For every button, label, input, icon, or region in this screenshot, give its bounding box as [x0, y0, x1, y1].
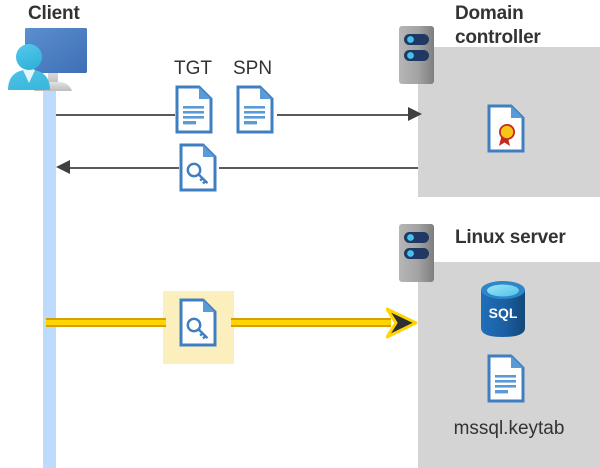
svg-text:SQL: SQL — [489, 305, 518, 321]
domain-controller-title-line1: Domain — [455, 3, 524, 24]
sql-database-icon: SQL — [478, 280, 528, 338]
label-spn: SPN — [233, 58, 273, 79]
client-lifeline — [43, 84, 56, 468]
page-title-linux-server: Linux server — [455, 227, 566, 248]
client-computer-user-icon — [4, 24, 100, 100]
flow-line-client-to-dc-right — [277, 114, 414, 116]
flow-line-dc-to-client-left — [65, 167, 179, 169]
document-icon — [236, 85, 274, 134]
page-title-client: Client — [28, 3, 80, 24]
flow-line-client-to-linux-left — [46, 318, 166, 327]
flow-line-dc-to-client-right — [219, 167, 418, 169]
arrow-left-icon — [56, 160, 70, 174]
key-document-icon — [179, 298, 217, 347]
arrow-right-icon — [408, 107, 422, 121]
label-tgt: TGT — [174, 58, 212, 79]
yellow-arrow-right-icon — [386, 307, 418, 339]
certificate-document-icon — [487, 104, 525, 153]
document-icon — [487, 354, 525, 403]
page-title-domain-controller: Domain controller — [455, 2, 600, 50]
flow-line-client-to-dc-left — [56, 114, 175, 116]
server-rack-icon — [399, 224, 434, 282]
document-icon — [175, 85, 213, 134]
flow-line-client-to-linux-right — [231, 318, 391, 327]
domain-controller-title-line2: controller — [455, 27, 541, 48]
keytab-filename-label: mssql.keytab — [453, 418, 565, 439]
key-document-icon — [179, 143, 217, 192]
server-rack-icon — [399, 26, 434, 84]
